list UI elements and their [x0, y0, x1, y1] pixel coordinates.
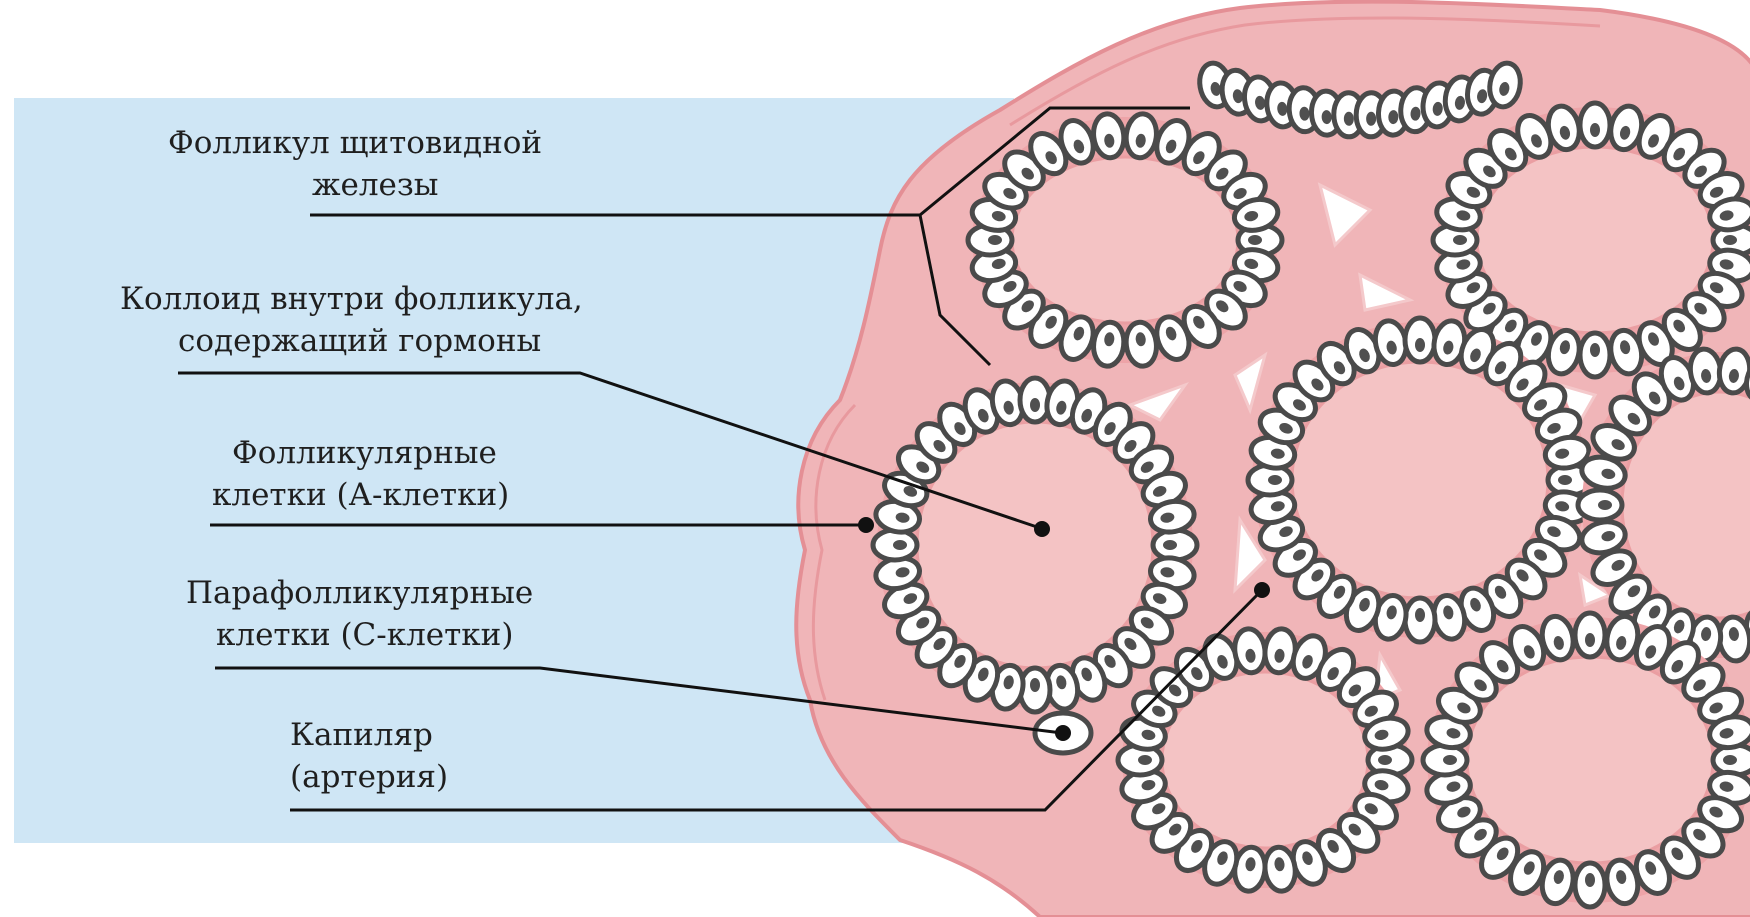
- follicular-cell: [1423, 745, 1467, 775]
- cell-nucleus: [1585, 873, 1595, 887]
- follicular-cell: [873, 530, 917, 560]
- cell-nucleus: [1443, 755, 1457, 765]
- c-cell-pointer-dot: [1055, 725, 1071, 741]
- cell-nucleus: [1163, 540, 1177, 550]
- follicular-cell: [1575, 613, 1605, 657]
- cell-nucleus: [1030, 398, 1040, 412]
- follicular-cell: [1405, 598, 1435, 642]
- label-thyroid-follicle-line2: железы: [168, 164, 542, 206]
- cell-nucleus: [1723, 235, 1737, 245]
- thyroid-follicle: [1248, 318, 1592, 642]
- label-capillary-line1: Капиляр: [290, 714, 448, 756]
- label-colloid-line2: содержащий гормоны: [120, 320, 583, 362]
- cell-nucleus: [1030, 678, 1040, 692]
- follicular-cell: [1578, 490, 1622, 520]
- cell-nucleus: [1138, 755, 1152, 765]
- cell-nucleus: [1590, 123, 1600, 137]
- label-follicular-a-cells: Фолликулярные клетки (А-клетки): [212, 432, 509, 516]
- label-capillary-line2: (артерия): [290, 756, 448, 798]
- cell-nucleus: [1590, 343, 1600, 357]
- cell-nucleus: [1723, 755, 1737, 765]
- cell-nucleus: [988, 235, 1002, 245]
- follicular-cell: [1153, 530, 1197, 560]
- colloid: [1477, 147, 1713, 333]
- label-follicular-a-cells-line1: Фолликулярные: [212, 432, 509, 474]
- thyroid-follicle: [1118, 627, 1412, 893]
- colloid-pointer-dot: [1034, 521, 1050, 537]
- label-colloid: Коллоид внутри фолликула, содержащий гор…: [120, 278, 583, 362]
- thyroid-follicle: [873, 378, 1197, 712]
- colloid: [1467, 657, 1713, 863]
- label-thyroid-follicle-line1: Фолликул щитовидной: [168, 122, 542, 164]
- cell-nucleus: [1268, 475, 1282, 485]
- cell-nucleus: [1558, 475, 1572, 485]
- capillary-pointer-dot: [1254, 582, 1270, 598]
- label-colloid-line1: Коллоид внутри фолликула,: [120, 278, 583, 320]
- cell-nucleus: [1598, 500, 1612, 510]
- label-parafollicular-c-cells-line1: Парафолликулярные: [186, 572, 533, 614]
- label-follicular-a-cells-line2: клетки (А-клетки): [212, 474, 509, 516]
- cell-nucleus: [1415, 608, 1425, 622]
- thyroid-follicle: [968, 112, 1282, 368]
- cell-nucleus: [1453, 235, 1467, 245]
- colloid: [1162, 672, 1368, 848]
- label-parafollicular-c-cells-line2: клетки (С-клетки): [186, 614, 533, 656]
- follicular-cell: [1575, 863, 1605, 907]
- a-cell-pointer-dot: [858, 517, 874, 533]
- cell-nucleus: [893, 540, 907, 550]
- label-capillary: Капиляр (артерия): [290, 714, 448, 798]
- cell-nucleus: [1378, 755, 1392, 765]
- follicular-cell: [1580, 333, 1610, 377]
- follicular-cell: [1405, 318, 1435, 362]
- label-thyroid-follicle: Фолликул щитовидной железы: [168, 122, 542, 206]
- label-parafollicular-c-cells: Парафолликулярные клетки (С-клетки): [186, 572, 533, 656]
- cell-nucleus: [1585, 633, 1595, 647]
- cell-nucleus: [1248, 235, 1262, 245]
- cell-nucleus: [1415, 338, 1425, 352]
- follicular-cell: [1580, 103, 1610, 147]
- colloid: [1012, 157, 1238, 323]
